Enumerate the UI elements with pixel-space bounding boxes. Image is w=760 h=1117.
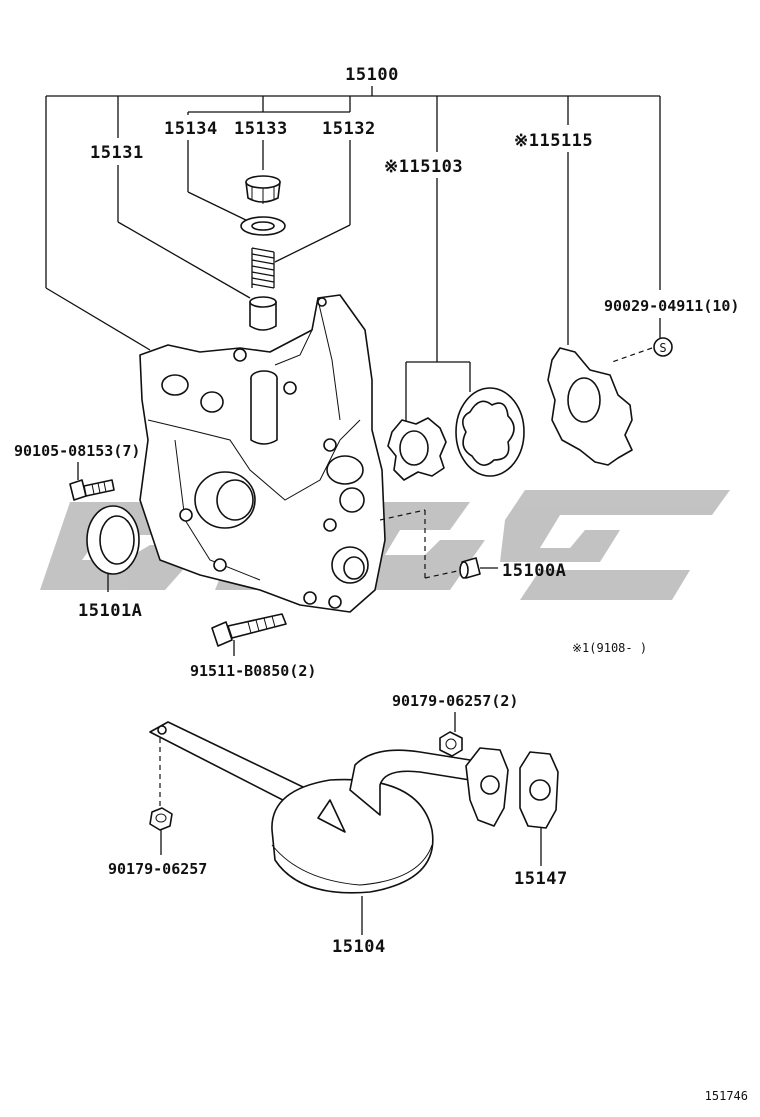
- nut-90179-upper: [439, 712, 463, 757]
- label-15131: 15131: [90, 143, 144, 163]
- label-15147: 15147: [514, 869, 568, 889]
- label-15101A: 15101A: [78, 601, 142, 621]
- oil-pump-body: [139, 294, 386, 613]
- pump-cover-plate: [547, 347, 633, 466]
- dashed-lines-15100A: [379, 509, 498, 579]
- drive-gear: [387, 417, 447, 481]
- relief-valve-gasket: [240, 216, 286, 236]
- figure-number: 151746: [705, 1089, 748, 1103]
- label-15104: 15104: [332, 937, 386, 957]
- bolt-90105: [69, 462, 115, 501]
- label-15134: 15134: [164, 119, 218, 139]
- label-15132: 15132: [322, 119, 376, 139]
- label-90105-08153: 90105-08153(7): [14, 442, 140, 460]
- label-15115: ※115115: [514, 131, 593, 151]
- strainer-gasket: [519, 751, 559, 866]
- oil-seal: [86, 505, 140, 592]
- label-15100: 15100: [345, 65, 399, 85]
- label-90029-04911: 90029-04911(10): [604, 297, 739, 315]
- seal-symbol: S: [653, 337, 673, 357]
- seal-symbol-text: S: [659, 341, 666, 355]
- pin-15100A: [459, 557, 481, 579]
- bolt-91511: [211, 613, 287, 656]
- label-15103: ※115103: [384, 157, 463, 177]
- nut-90179-left: [149, 807, 173, 855]
- label-15133: 15133: [234, 119, 288, 139]
- label-91511-B0850: 91511-B0850(2): [190, 662, 316, 680]
- oil-strainer: [149, 721, 509, 935]
- label-90179-06257: 90179-06257: [108, 860, 207, 878]
- relief-valve-plug: [245, 175, 281, 204]
- label-15100A: 15100A: [502, 561, 566, 581]
- footnote-text: ※1(9108- ): [572, 641, 647, 655]
- relief-valve-piston: [249, 296, 277, 331]
- label-90179-06257-pair: 90179-06257(2): [392, 692, 518, 710]
- leader-lines-15100: [45, 86, 661, 425]
- relief-valve-spring: [251, 247, 275, 289]
- driven-rotor: [455, 387, 525, 477]
